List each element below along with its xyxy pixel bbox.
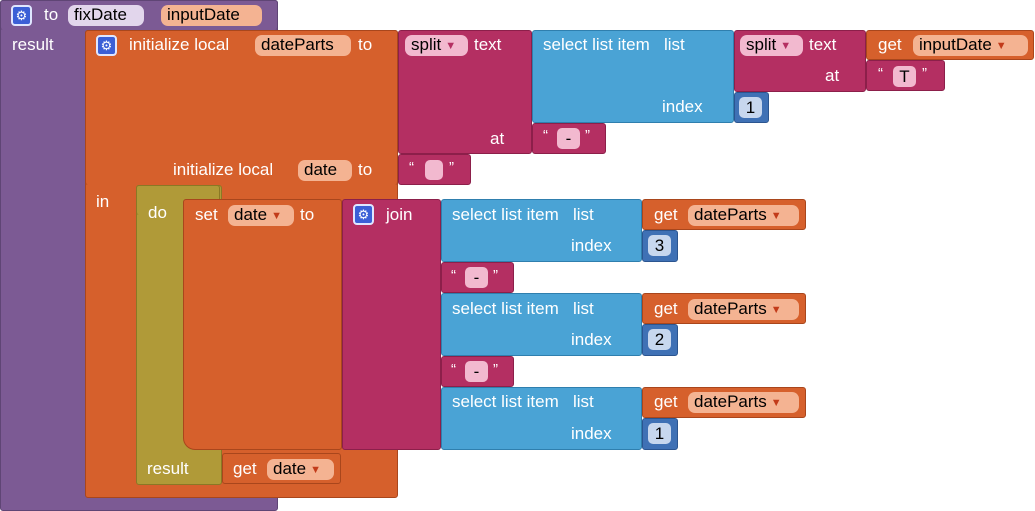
triangle-down-icon: ▼ (271, 210, 282, 222)
get-date-var: date (273, 459, 307, 478)
split-inner-op: split (746, 35, 777, 54)
select-3-list-label: list (573, 392, 594, 411)
select-list-item-block-2[interactable] (441, 293, 642, 356)
get-dateParts-2-dropdown[interactable]: dateParts▼ (688, 299, 799, 320)
split-outer-at-label: at (490, 129, 505, 148)
procedure-name-field[interactable]: fixDate (68, 5, 144, 26)
do-label: do (148, 203, 167, 222)
split-outer-text-label: text (474, 35, 502, 54)
open-quote-icon: “ (878, 65, 883, 82)
init-local-label-2: initialize local (173, 160, 274, 179)
procedure-to-label: to (44, 5, 59, 24)
init-local-mutator-gear-icon[interactable]: ⚙ (96, 35, 117, 56)
triangle-down-icon: ▼ (995, 40, 1007, 52)
select-2-list-label: list (573, 299, 594, 318)
init-local-var-dateParts[interactable]: dateParts (255, 35, 351, 56)
triangle-down-icon: ▼ (770, 397, 782, 409)
select-2-label: select list item (452, 299, 559, 318)
set-to-label: to (300, 205, 315, 224)
triangle-down-icon: ▼ (770, 210, 782, 222)
select-top-list-label: list (664, 35, 685, 54)
get-inputDate-dropdown[interactable]: inputDate▼ (913, 35, 1028, 56)
join-label: join (386, 205, 413, 224)
text-T-value[interactable]: T (893, 66, 916, 87)
procedure-result-label: result (12, 35, 54, 54)
split-inner-dropdown[interactable]: split▼ (740, 35, 803, 56)
set-var-dropdown[interactable]: date▼ (228, 205, 294, 226)
select-top-index-label: index (662, 97, 703, 116)
select-1-index-label: index (571, 236, 612, 255)
get-dateParts-3-var: dateParts (694, 392, 767, 411)
select-2-index-label: index (571, 330, 612, 349)
close-quote-icon: ” (449, 159, 454, 176)
open-quote-icon: “ (543, 127, 548, 144)
close-quote-icon: ” (585, 127, 590, 144)
get-dateParts-1-var: dateParts (694, 205, 767, 224)
text-dash-value-1[interactable]: - (557, 128, 580, 149)
select-3-index-label: index (571, 424, 612, 443)
initialize-local-header (85, 30, 398, 185)
do-result-label: result (147, 459, 189, 478)
init-local-label: initialize local (129, 35, 230, 54)
select-1-list-label: list (573, 205, 594, 224)
get-inputDate-label: get (878, 35, 902, 54)
select-list-item-block-1[interactable] (441, 199, 642, 262)
set-date-block[interactable] (183, 199, 342, 450)
get-dateParts-1-dropdown[interactable]: dateParts▼ (688, 205, 799, 226)
open-quote-icon: “ (451, 361, 456, 378)
init-local-to-label-1: to (358, 35, 373, 54)
close-quote-icon: ” (493, 267, 498, 284)
select-list-item-block-3[interactable] (441, 387, 642, 450)
close-quote-icon: ” (922, 65, 927, 82)
text-dash-value-2[interactable]: - (465, 267, 488, 288)
text-dash-value-3[interactable]: - (465, 361, 488, 382)
join-mutator-gear-icon[interactable]: ⚙ (353, 204, 374, 225)
split-inner-text-label: text (809, 35, 837, 54)
number-3-value[interactable]: 1 (648, 423, 671, 444)
procedure-param-inputDate[interactable]: inputDate (161, 5, 262, 26)
get-inputDate-var: inputDate (919, 35, 992, 54)
get-dateParts-1-label: get (654, 205, 678, 224)
get-date-label: get (233, 459, 257, 478)
close-quote-icon: ” (493, 361, 498, 378)
init-local-in-label: in (96, 192, 110, 211)
get-dateParts-2-var: dateParts (694, 299, 767, 318)
number-top-value[interactable]: 1 (739, 97, 762, 118)
number-2-value[interactable]: 2 (648, 329, 671, 350)
triangle-down-icon: ▼ (780, 40, 792, 52)
select-3-label: select list item (452, 392, 559, 411)
set-var: date (234, 205, 268, 224)
triangle-down-icon: ▼ (770, 304, 782, 316)
procedure-mutator-gear-icon[interactable]: ⚙ (11, 5, 32, 26)
triangle-down-icon: ▼ (445, 40, 457, 52)
open-quote-icon: “ (409, 159, 414, 176)
get-dateParts-3-label: get (654, 392, 678, 411)
select-1-label: select list item (452, 205, 559, 224)
get-dateParts-2-label: get (654, 299, 678, 318)
get-date-dropdown[interactable]: date▼ (267, 459, 334, 480)
text-empty-value[interactable] (425, 160, 443, 180)
triangle-down-icon: ▼ (310, 464, 321, 476)
select-list-item-block-top[interactable] (532, 30, 734, 123)
get-dateParts-3-dropdown[interactable]: dateParts▼ (688, 392, 799, 413)
join-block[interactable] (342, 199, 441, 450)
split-outer-op: split (411, 35, 442, 54)
init-local-var-date[interactable]: date (298, 160, 352, 181)
select-top-label: select list item (543, 35, 650, 54)
split-inner-at-label: at (825, 66, 840, 85)
split-outer-dropdown[interactable]: split▼ (405, 35, 468, 56)
init-local-to-label-2: to (358, 160, 373, 179)
number-1-value[interactable]: 3 (648, 235, 671, 256)
set-label: set (195, 205, 218, 224)
open-quote-icon: “ (451, 267, 456, 284)
